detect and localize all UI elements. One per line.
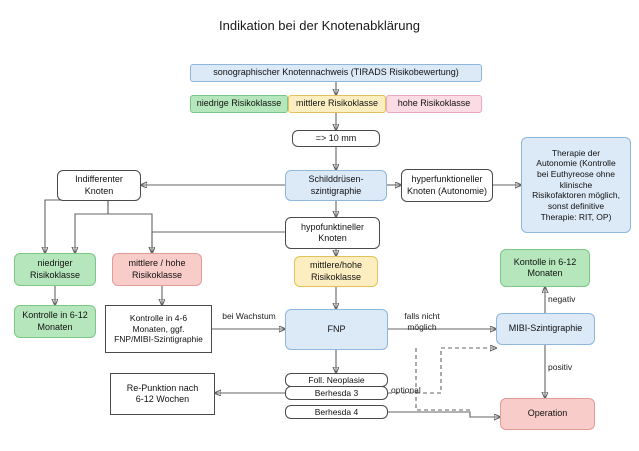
node-mittlere-hohe-risikoklasse-rot[interactable]: mittlere / hohe Risikoklasse bbox=[112, 253, 202, 286]
edge-label-bei-wachstum: bei Wachstum bbox=[222, 311, 276, 321]
edge-label-falls-nicht-moeglich: falls nicht möglich bbox=[404, 311, 440, 332]
node-groesse-10mm[interactable]: => 10 mm bbox=[292, 130, 380, 147]
node-fnp[interactable]: FNP bbox=[285, 309, 388, 350]
node-hyperfunktioneller-knoten[interactable]: hyperfunktioneller Knoten (Autonomie) bbox=[401, 169, 493, 202]
node-kontrolle-4-6-monaten[interactable]: Kontrolle in 4-6 Monaten, ggf. FNP/MIBI-… bbox=[105, 305, 212, 353]
node-indifferenter-knoten[interactable]: Indifferenter Knoten bbox=[57, 170, 141, 201]
node-kontolle-6-12-monaten-rechts[interactable]: Kontolle in 6-12 Monaten bbox=[500, 249, 590, 287]
page-title: Indikation bei der Knotenabklärung bbox=[219, 18, 420, 33]
edge-label-positiv: positiv bbox=[548, 362, 573, 372]
node-hypofunktineller-knoten[interactable]: hypofunktineller Knoten bbox=[285, 217, 380, 249]
node-hohe-risikoklasse[interactable]: hohe Risikoklasse bbox=[386, 95, 482, 113]
node-mibi-szintigraphie[interactable]: MIBI-Szintigraphie bbox=[496, 313, 595, 345]
edge-label-optional: optional bbox=[391, 385, 421, 395]
edge-label-negativ: negativ bbox=[548, 294, 576, 304]
node-operation[interactable]: Operation bbox=[500, 398, 595, 430]
node-foll-neoplasie[interactable]: Foll. Neoplasie bbox=[285, 373, 388, 387]
node-kontrolle-6-12-monaten-links[interactable]: Kontrolle in 6-12 Monaten bbox=[14, 305, 96, 338]
node-niedrige-risikoklasse[interactable]: niedrige Risikoklasse bbox=[190, 95, 288, 113]
node-niedriger-risikoklasse[interactable]: niedriger Risikoklasse bbox=[14, 253, 96, 286]
node-therapie-autonomie[interactable]: Therapie der Autonomie (Kontrolle bei Eu… bbox=[521, 137, 631, 233]
node-sonographischer-knotennachweis[interactable]: sonographischer Knotennachweis (TIRADS R… bbox=[190, 64, 482, 82]
node-schilddruesenszintigraphie[interactable]: Schilddrüsen- szintigraphie bbox=[285, 170, 387, 201]
node-berhesda-3[interactable]: Berhesda 3 bbox=[285, 386, 388, 400]
node-mittlere-risikoklasse[interactable]: mittlere Risikoklasse bbox=[288, 95, 386, 113]
node-berhesda-4[interactable]: Berhesda 4 bbox=[285, 405, 388, 419]
node-mittlere-hohe-risikoklasse-gelb[interactable]: mittlere/hohe Risikoklasse bbox=[294, 256, 378, 287]
node-re-punktion[interactable]: Re-Punktion nach 6-12 Wochen bbox=[110, 373, 215, 415]
